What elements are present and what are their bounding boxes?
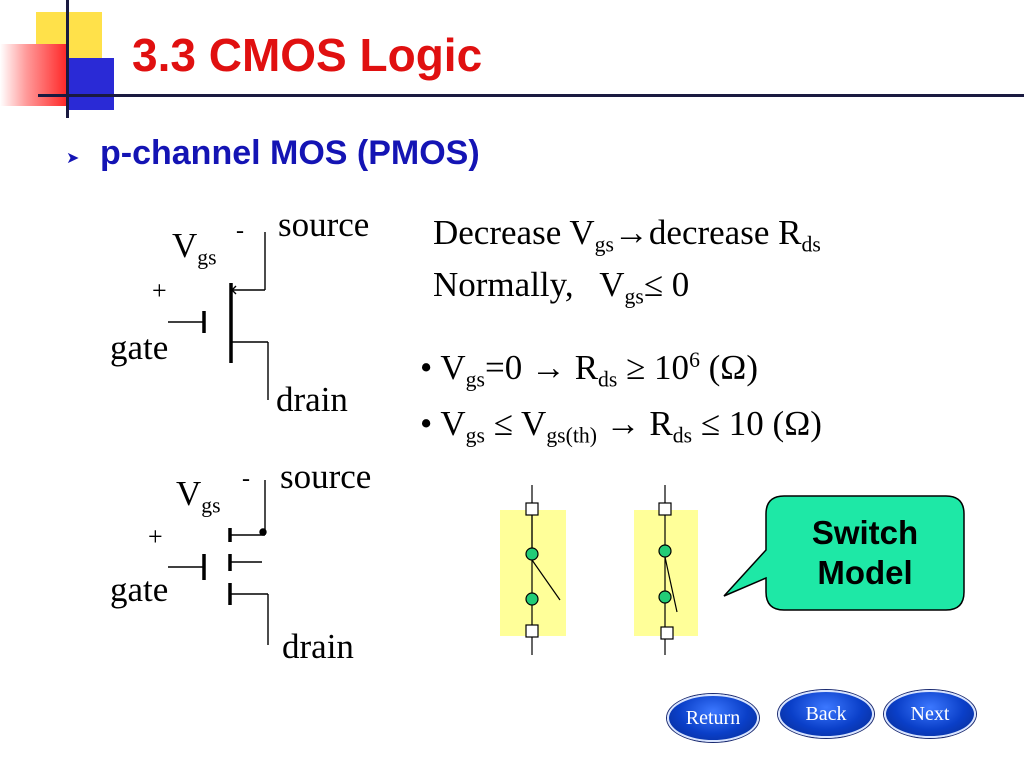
title-underline bbox=[38, 94, 1024, 97]
switch-node-top-1 bbox=[525, 547, 539, 561]
bullet-vgs-zero: • Vgs=0 → Rds ≥ 106 (Ω) bbox=[420, 348, 758, 392]
circuit1-drain-label: drain bbox=[276, 380, 348, 419]
circuit2-drain-label: drain bbox=[282, 627, 354, 666]
pmos-symbol-2 bbox=[168, 480, 269, 645]
switch-node-top-2 bbox=[658, 544, 672, 558]
circuit1-source-label: source bbox=[278, 205, 370, 244]
slide-title: 3.3 CMOS Logic bbox=[132, 29, 483, 81]
next-button[interactable]: Next bbox=[884, 690, 976, 738]
switch-model-closed bbox=[634, 485, 698, 655]
decrease-vgs-line: Decrease Vgs→decrease Rds bbox=[433, 213, 821, 257]
callout-text: Switch Model bbox=[766, 513, 964, 593]
pmos-symbol-1 bbox=[168, 232, 269, 400]
normally-line: Normally, Vgs≤ 0 bbox=[433, 265, 690, 309]
bullet-vgs-threshold: • Vgs ≤ Vgs(th) → Rds ≤ 10 (Ω) bbox=[420, 404, 822, 448]
arrow-1 bbox=[231, 285, 237, 295]
switch-terminal-top-1 bbox=[525, 502, 539, 516]
switch-background-1 bbox=[500, 510, 566, 636]
corner-decoration-blue bbox=[66, 58, 114, 110]
circuit1-gate-label: gate bbox=[110, 328, 169, 367]
switch-terminal-bottom-2 bbox=[660, 626, 674, 640]
arrow-bullet-icon: ➤ bbox=[66, 148, 80, 167]
callout-line-1: Switch bbox=[811, 514, 919, 551]
return-button[interactable]: Return bbox=[667, 694, 759, 742]
circuit2-plus-label: + bbox=[148, 522, 163, 551]
slide-subtitle: p-channel MOS (PMOS) bbox=[100, 134, 480, 172]
circuit2-gate-label: gate bbox=[110, 570, 169, 609]
callout-bubble bbox=[723, 495, 965, 611]
circuit1-plus-label: + bbox=[152, 276, 167, 305]
circuit1-minus-label: - bbox=[236, 218, 244, 244]
circuit2-vgs-label: Vgs bbox=[176, 474, 221, 518]
circuit2-minus-label: - bbox=[242, 466, 250, 492]
callout-line-2: Model bbox=[817, 554, 913, 591]
switch-node-bottom-2 bbox=[658, 590, 672, 604]
corner-decoration-vertical-line bbox=[66, 0, 69, 118]
source-dot-2 bbox=[259, 528, 267, 536]
back-button[interactable]: Back bbox=[778, 690, 874, 738]
switch-model-open bbox=[500, 485, 566, 655]
switch-background-2 bbox=[634, 510, 698, 636]
switch-terminal-bottom-1 bbox=[525, 624, 539, 638]
switch-blade-closed bbox=[664, 556, 678, 613]
circuit2-source-label: source bbox=[280, 457, 372, 496]
circuit1-vgs-label: Vgs bbox=[172, 226, 217, 270]
switch-terminal-top-2 bbox=[658, 502, 672, 516]
switch-blade-open bbox=[531, 559, 561, 601]
switch-node-bottom-1 bbox=[525, 592, 539, 606]
